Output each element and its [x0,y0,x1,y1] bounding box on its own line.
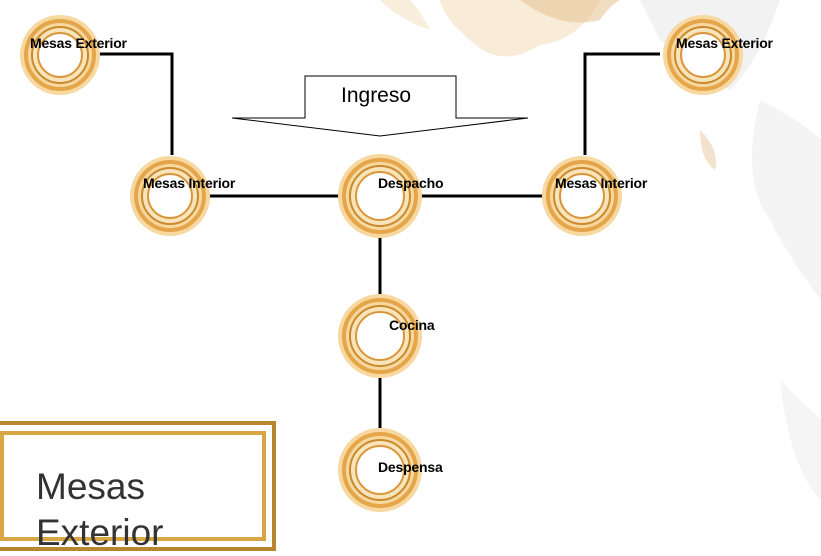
legend-text: Mesas Exterior [36,464,163,556]
node-label-mesas-exterior-left: Mesas Exterior [30,35,127,51]
node-ring-despacho [338,154,422,238]
node-label-cocina: Cocina [389,317,435,333]
node-label-mesas-exterior-right: Mesas Exterior [676,35,773,51]
connector-exterior-left-to-interior-left [100,52,174,155]
node-label-despacho: Despacho [378,175,444,191]
node-label-despensa: Despensa [378,459,443,475]
node-ring-cocina [338,294,422,378]
node-ring-despensa [338,428,422,512]
node-ring-mesas-exterior-left [20,15,100,95]
node-ring-mesas-exterior-right [663,15,743,95]
ingreso-arrow [231,75,529,137]
node-ring-mesas-interior-right [542,156,622,236]
connector-exterior-right-to-interior-right [583,52,660,155]
process-diagram [20,15,743,512]
node-ring-mesas-interior-left [130,156,210,236]
ingreso-label: Ingreso [341,84,412,107]
legend-line-2: Exterior [36,512,164,553]
node-label-mesas-interior-left: Mesas Interior [143,175,236,191]
node-label-mesas-interior-right: Mesas Interior [555,175,648,191]
legend-line-1: Mesas [36,466,145,507]
background-decoration [380,0,821,500]
